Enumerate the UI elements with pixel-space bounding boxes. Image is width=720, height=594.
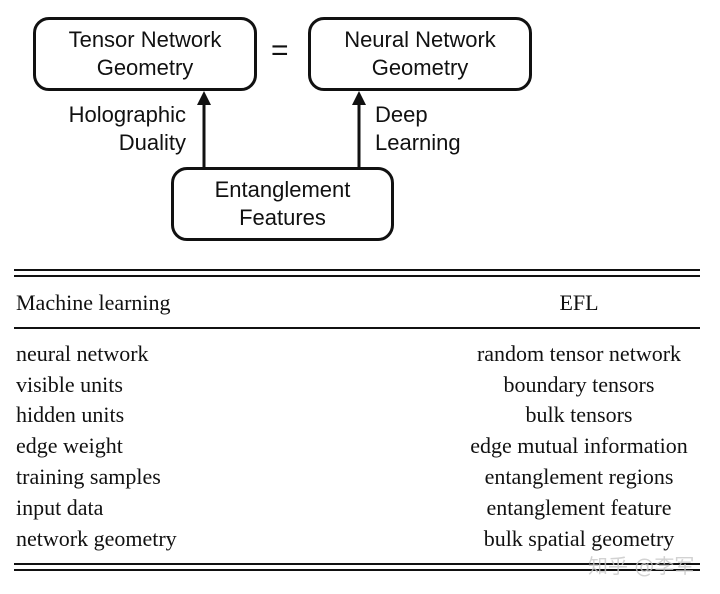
table-row-left: hidden units [16, 402, 125, 427]
table-row-right: entanglement regions [484, 464, 674, 489]
neural-box-line-1: Neural Network [344, 27, 496, 52]
table-top-rule-1 [14, 269, 700, 271]
table-row-left: input data [16, 495, 104, 520]
table-header-rule [14, 327, 700, 329]
watermark: 知乎 @李军 [588, 554, 695, 578]
table-row-left: network geometry [16, 526, 177, 551]
table-row-left: neural network [16, 341, 149, 366]
table-row-right: boundary tensors [503, 372, 655, 397]
holographic-duality-label: Holographic Duality [52, 101, 186, 157]
entanglement-box-line-2: Features [239, 205, 326, 230]
header-machine-learning: Machine learning [16, 290, 171, 315]
header-efl: EFL [559, 290, 599, 315]
right-label-line-1: Deep [375, 102, 428, 127]
tensor-network-geometry-box: Tensor Network Geometry [33, 17, 257, 91]
entanglement-box-line-1: Entanglement [214, 177, 351, 202]
table-row-left: visible units [16, 372, 123, 397]
table-row-left: edge weight [16, 433, 123, 458]
table-row-right: edge mutual information [470, 433, 688, 458]
table-top-rule-2 [14, 275, 700, 277]
right-label-line-2: Learning [375, 130, 461, 155]
deep-learning-label: Deep Learning [375, 101, 461, 157]
left-arrow-head [197, 91, 211, 105]
table-row-right: bulk spatial geometry [483, 526, 675, 551]
neural-box-line-2: Geometry [371, 55, 469, 80]
left-label-line-2: Duality [118, 130, 186, 155]
table-row-right: bulk tensors [525, 402, 633, 427]
tensor-box-line-1: Tensor Network [68, 27, 222, 52]
neural-network-geometry-box: Neural Network Geometry [308, 17, 532, 91]
table-row-left: training samples [16, 464, 161, 489]
equals-sign: = [271, 34, 289, 67]
table-bottom-rule-2 [14, 569, 700, 571]
tensor-box-line-2: Geometry [96, 55, 194, 80]
table-bottom-rule-1 [14, 563, 700, 565]
right-arrow-head [352, 91, 366, 105]
table-row-right: entanglement feature [486, 495, 672, 520]
table-row-right: random tensor network [476, 341, 682, 366]
left-label-line-1: Holographic [68, 102, 186, 127]
entanglement-features-box: Entanglement Features [171, 167, 394, 241]
